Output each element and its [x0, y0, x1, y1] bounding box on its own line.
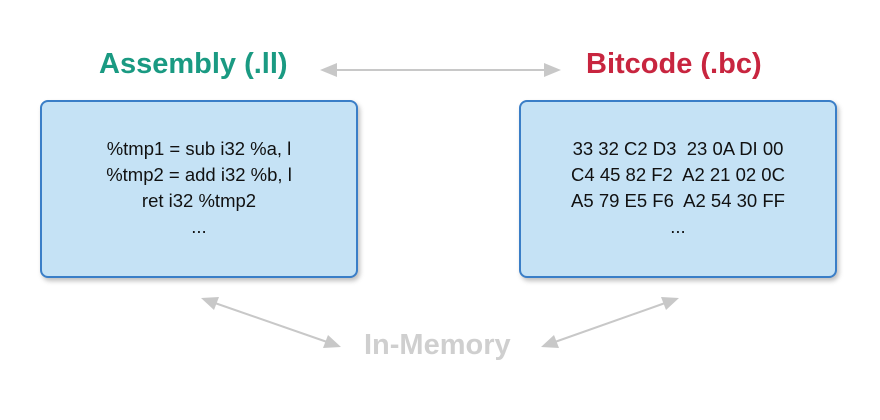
bitcode-line-2: C4 45 82 F2 A2 21 02 0C: [571, 164, 785, 185]
assembly-code-lines: %tmp1 = sub i32 %a, l %tmp2 = add i32 %b…: [42, 136, 356, 240]
assembly-line-ellipsis: ...: [191, 216, 207, 237]
bitcode-line-3: A5 79 E5 F6 A2 54 30 FF: [571, 190, 785, 211]
bitcode-memory-double-arrow: [541, 297, 679, 348]
assembly-bitcode-double-arrow: [320, 63, 561, 77]
bitcode-line-1: 33 32 C2 D3 23 0A DI 00: [572, 138, 784, 159]
assembly-line-2: %tmp2 = add i32 %b, l: [106, 164, 292, 185]
in-memory-label: In-Memory: [364, 329, 511, 361]
bitcode-hex-box: 33 32 C2 D3 23 0A DI 00 C4 45 82 F2 A2 2…: [519, 100, 837, 278]
bitcode-title: Bitcode (.bc): [586, 48, 762, 80]
bitcode-line-ellipsis: ...: [670, 216, 686, 237]
assembly-title: Assembly (.ll): [99, 48, 288, 80]
assembly-line-1: %tmp1 = sub i32 %a, l: [106, 138, 292, 159]
assembly-code-box: %tmp1 = sub i32 %a, l %tmp2 = add i32 %b…: [40, 100, 358, 278]
bitcode-hex-lines: 33 32 C2 D3 23 0A DI 00 C4 45 82 F2 A2 2…: [521, 136, 835, 240]
assembly-line-3: ret i32 %tmp2: [141, 190, 257, 211]
assembly-memory-double-arrow: [201, 297, 341, 348]
